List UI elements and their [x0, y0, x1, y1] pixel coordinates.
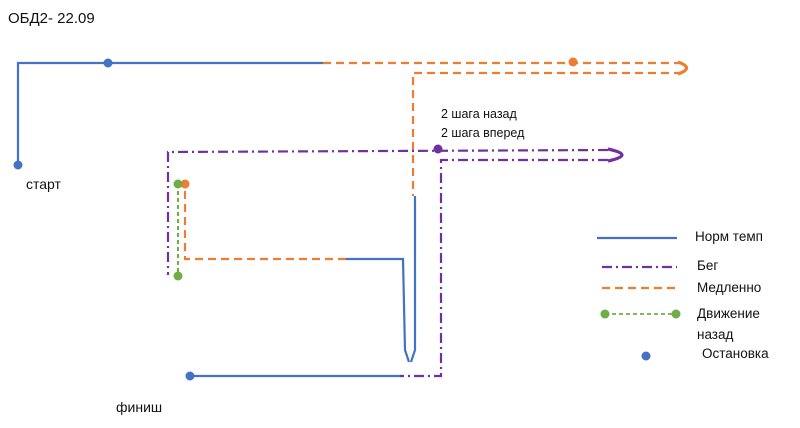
slow-segment-lower — [183, 184, 346, 261]
norm-segment-descent — [409, 196, 417, 363]
run-segment-return — [400, 158, 608, 378]
note-steps-back: 2 шага назад — [441, 107, 517, 121]
back-end-point — [173, 271, 183, 281]
slow-path — [183, 61, 682, 261]
slow-turnaround-arrow — [677, 60, 689, 76]
note-steps-forward: 2 шага вперед — [441, 126, 525, 140]
run-steps-point — [433, 144, 443, 154]
legend — [597, 236, 681, 361]
legend-back-label: Движение назад — [697, 306, 760, 342]
run-segment-top — [166, 148, 609, 275]
start-label: старт — [26, 176, 61, 192]
norm-segment-middle — [346, 257, 411, 363]
slow-turn-point — [568, 57, 578, 67]
finish-stop-point — [185, 371, 195, 381]
finish-label: финиш — [116, 399, 163, 415]
slow-segment-return — [411, 71, 682, 196]
slow-end-point — [180, 179, 190, 189]
norm-tempo-path — [16, 61, 417, 378]
legend-stop-label: Остановка — [702, 346, 769, 361]
legend-slow-label: Медленно — [697, 280, 762, 295]
start-stop-point — [13, 160, 23, 170]
legend-back-dot-right — [671, 309, 681, 319]
run-path — [166, 148, 609, 378]
run-turnaround-arrow — [607, 147, 624, 163]
back-start-point — [173, 179, 183, 189]
legend-stop-dot — [641, 351, 651, 361]
stop-point-top — [103, 58, 113, 68]
diagram-title: ОБД2- 22.09 — [8, 10, 95, 27]
legend-back-dot-left — [600, 309, 610, 319]
legend-run-label: Бег — [697, 258, 719, 273]
legend-norm-label: Норм темп — [695, 229, 763, 244]
norm-segment-start — [16, 61, 323, 165]
